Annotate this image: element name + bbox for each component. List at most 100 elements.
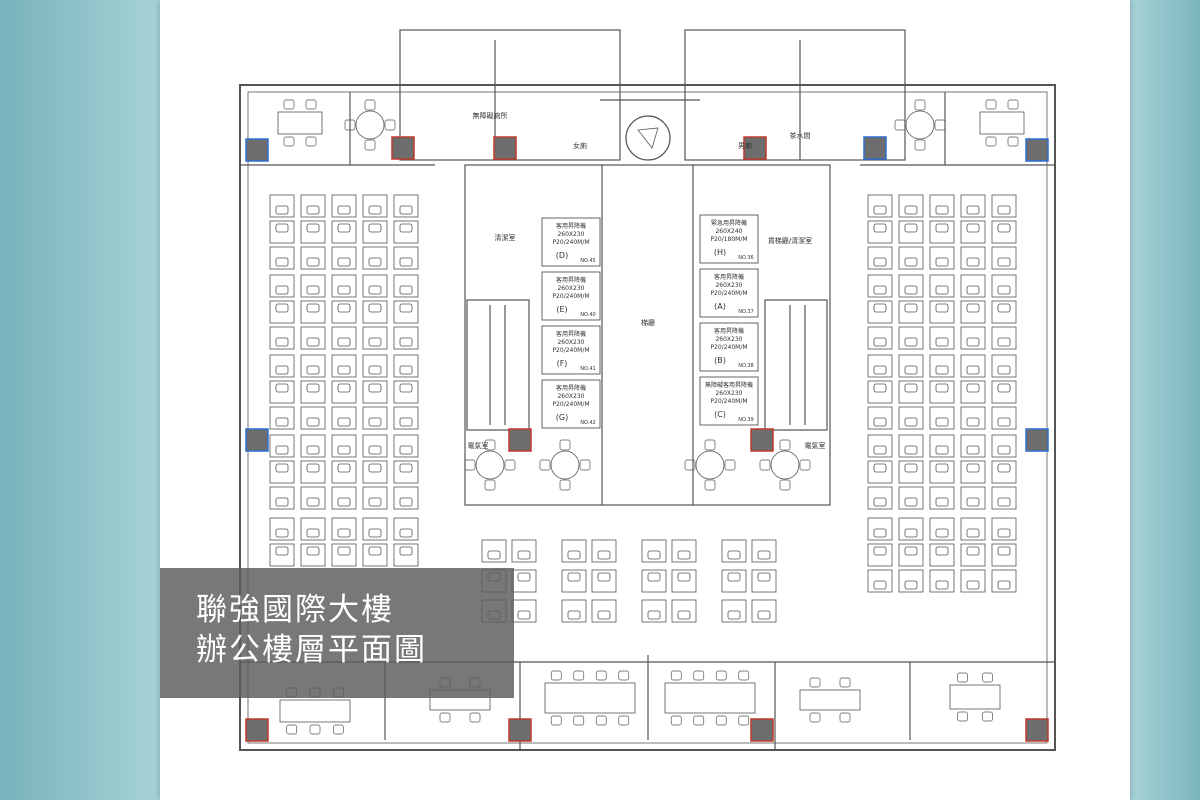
desk-chair [873,528,887,538]
chair [670,670,682,681]
desk [362,460,388,484]
desk [898,434,924,458]
desk-chair [966,445,980,455]
desk [991,274,1017,298]
chair [715,715,727,726]
desk-chair [275,337,289,347]
desk-chair [337,365,351,375]
desk [269,220,295,244]
desk-chair [337,223,351,233]
desk [641,539,667,563]
desk [898,354,924,378]
desk-chair [517,610,531,620]
desk [393,326,419,350]
meeting-table [979,111,1025,135]
meeting-table [277,111,323,135]
desk [867,569,893,593]
desk [991,460,1017,484]
desk-chair [399,337,413,347]
chair [1007,136,1019,147]
desk-chair [873,497,887,507]
chair [550,670,562,681]
chair [595,670,607,681]
desk [929,486,955,510]
meeting-table [949,684,1001,710]
desk-chair [368,546,382,556]
desk [929,380,955,404]
desk-chair [935,285,949,295]
desk-chair [935,528,949,538]
desk [960,460,986,484]
desk-chair [275,303,289,313]
desk-chair [997,205,1011,215]
desk [929,300,955,324]
desk-chair [368,365,382,375]
chair [704,439,716,451]
chair [364,99,376,111]
desk-chair [368,303,382,313]
chair [738,670,750,681]
desk [300,194,326,218]
desk-chair [399,223,413,233]
chair [469,712,481,723]
desk-chair [966,223,980,233]
elevator-capacity: P20/240M/M [552,239,589,246]
desk-chair [873,205,887,215]
desk [751,569,777,593]
desk [362,517,388,541]
chair [618,670,630,681]
desk [393,486,419,510]
desk-chair [399,303,413,313]
desk-chair [597,550,611,560]
desk [898,274,924,298]
chair [724,459,736,471]
desk [362,246,388,270]
desk-chair [337,383,351,393]
desk [867,380,893,404]
desk [269,380,295,404]
desk [671,539,697,563]
desk-chair [966,285,980,295]
desk-chair [597,572,611,582]
desk [898,543,924,567]
desk [991,354,1017,378]
desk [362,543,388,567]
desk-chair [997,445,1011,455]
desk-chair [275,463,289,473]
elevator-capacity: P20/240M/M [710,290,747,297]
desk [393,194,419,218]
desk-chair [904,546,918,556]
desk [300,300,326,324]
desk [929,517,955,541]
desk-chair [873,257,887,267]
elevator-car [699,268,759,318]
chair [982,711,993,722]
round-table [550,450,580,480]
desk-chair [306,417,320,427]
desk [331,406,357,430]
desk [960,517,986,541]
desk-chair [337,546,351,556]
elevator-number: NO.40 [580,312,595,318]
desk-chair [873,285,887,295]
desk [300,326,326,350]
desk-chair [904,285,918,295]
chair [957,711,968,722]
desk-chair [966,580,980,590]
desk-chair [306,497,320,507]
desk [331,246,357,270]
desk-chair [275,223,289,233]
desk [898,300,924,324]
desk [393,354,419,378]
desk-chair [399,383,413,393]
desk-chair [677,610,691,620]
desk [269,194,295,218]
desk-chair [904,580,918,590]
chair [985,136,997,147]
chair [934,119,946,131]
desk-chair [337,303,351,313]
elevator-capacity: P20/180M/M [710,236,747,243]
desk [991,326,1017,350]
desk-chair [567,550,581,560]
desk [362,300,388,324]
